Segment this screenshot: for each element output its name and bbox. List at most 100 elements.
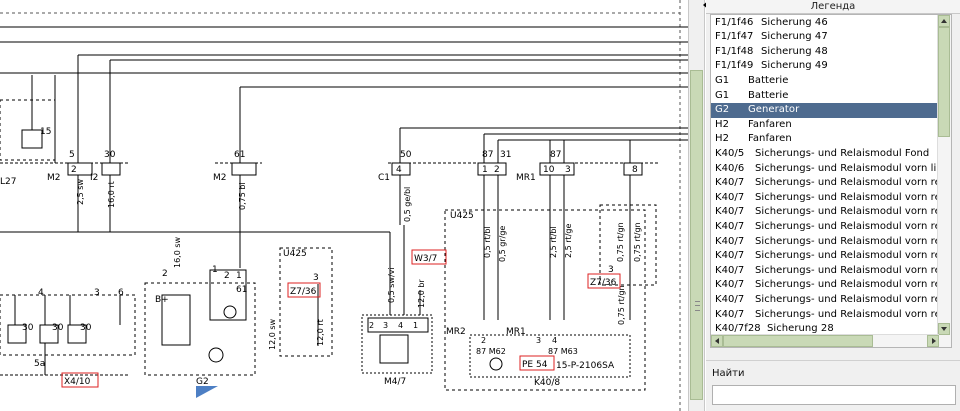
scroll-left-arrow-icon[interactable] (711, 335, 723, 347)
pin-label: 3 (608, 265, 614, 275)
pin-label: 2 (71, 165, 77, 175)
legend-list-item[interactable]: K40/7 Sicherungs- und Relaismodul vorn re… (711, 205, 952, 220)
scroll-right-arrow-icon[interactable] (927, 335, 939, 347)
component-label: G2 (196, 377, 209, 387)
wire-label: 12,0 br (417, 279, 426, 308)
component-label: C1 (378, 173, 390, 183)
legend-item-code: K40/7 (715, 250, 745, 262)
wiring-schematic-view[interactable]: 5 30 61 50 87 31 87 2 1 2 10 3 8 4 M2 M2… (0, 0, 688, 411)
legend-item-description: Sicherungs- und Relaismodul vorn rechts (755, 293, 952, 305)
legend-list-item[interactable]: K40/7 Sicherungs- und Relaismodul vorn re… (711, 308, 952, 323)
wire-label: 0,75 rt/gn (617, 285, 626, 325)
legend-item-description: Batterie (748, 89, 789, 101)
legend-item-description: Sicherungs- und Relaismodul vorn rechts (755, 220, 952, 232)
wire-label: 16,0 sw (173, 236, 182, 268)
pin-label: 1 (413, 321, 418, 330)
wire-label: 0,5 sw/vi (387, 267, 396, 303)
schematic-vertical-scrollbar[interactable] (688, 0, 705, 411)
scroll-up-arrow-icon[interactable] (938, 15, 950, 27)
legend-list-item[interactable]: H2 Fanfaren (711, 118, 949, 133)
legend-item-description: Sicherungs- und Relaismodul vorn rechts (755, 206, 952, 218)
pin-label: 2 (369, 321, 374, 330)
pin-label: 4 (38, 288, 44, 298)
legend-list-item[interactable]: K40/7 Sicherungs- und Relaismodul vorn re… (711, 249, 952, 264)
legend-list-horizontal-scrollbar[interactable] (711, 334, 939, 347)
pin-label: 5a (34, 359, 45, 369)
cross-reference-link[interactable]: W3/7 (414, 254, 437, 264)
component-label: U425 (283, 249, 307, 259)
wire-label: 0,5 ge/bl (403, 187, 412, 222)
pin-label: 1 (212, 265, 218, 275)
legend-item-code: H2 (715, 118, 729, 130)
pin-label: 10 (543, 165, 555, 175)
wire-label: 2,5 rt/ge (564, 224, 573, 258)
pin-label: 2 (481, 336, 486, 345)
legend-item-code: K40/7 (715, 177, 745, 189)
component-label: U425 (450, 211, 474, 221)
legend-item-code: K40/7 (715, 206, 745, 218)
legend-item-code: K40/7 (715, 308, 745, 320)
scrollbar-thumb[interactable] (723, 335, 873, 347)
wire-label: 12,0 sw (268, 318, 277, 350)
legend-item-description: Fanfaren (748, 133, 792, 145)
wire-label: 0,75 bl (238, 182, 247, 210)
wire-label: 0,75 rt/gn (633, 222, 642, 262)
pin-label: 61 (236, 285, 247, 295)
wire-label: 2,5 sw (76, 179, 85, 205)
pin-label: 87 M63 (548, 347, 578, 356)
wire-label: 0,5 rt/bl (483, 226, 492, 258)
pin-label: 4 (552, 336, 557, 345)
pin-label: 5 (69, 150, 75, 160)
cross-reference-link[interactable]: PE 54 (522, 360, 548, 370)
component-label: MR1 (506, 327, 526, 337)
cross-reference-link[interactable]: Z7/36 (290, 287, 317, 297)
wire-label: 0,5 gr/ge (498, 226, 507, 262)
pin-label: 1 (482, 165, 488, 175)
schematic-drawing: 5 30 61 50 87 31 87 2 1 2 10 3 8 4 M2 M2… (0, 0, 688, 411)
legend-item-description: Fanfaren (748, 118, 792, 130)
pin-label: 3 (565, 165, 571, 175)
legend-item-description: Sicherungs- und Relaismodul vorn rechts (755, 308, 952, 320)
pin-label: 4 (396, 165, 402, 175)
pin-label: 3 (536, 336, 541, 345)
pin-label: 87 M62 (476, 347, 506, 356)
panel-divider (706, 360, 960, 361)
search-input[interactable] (712, 385, 956, 405)
pin-label: 87 (550, 150, 561, 160)
wire-label: 12,0 rt (316, 319, 325, 346)
legend-item-code: K40/7 (715, 191, 745, 203)
cross-reference-link[interactable]: Z7/36 (590, 278, 617, 288)
scrollbar-thumb[interactable] (938, 27, 950, 137)
legend-item-description: Sicherungs- und Relaismodul vorn rechts (755, 250, 952, 262)
scrollbar-thumb[interactable] (690, 70, 703, 400)
pin-label: 30 (80, 323, 92, 333)
legend-item-description: Batterie (748, 74, 789, 86)
legend-title: Легенда (706, 0, 960, 14)
legend-item-description: Sicherung 28 (767, 323, 834, 335)
legend-item-code: G2 (715, 104, 730, 116)
legend-list-vertical-scrollbar[interactable] (937, 15, 951, 347)
scroll-down-arrow-icon[interactable] (938, 323, 950, 335)
cross-reference-link[interactable]: X4/10 (64, 377, 91, 387)
pin-label: 2 (494, 165, 500, 175)
